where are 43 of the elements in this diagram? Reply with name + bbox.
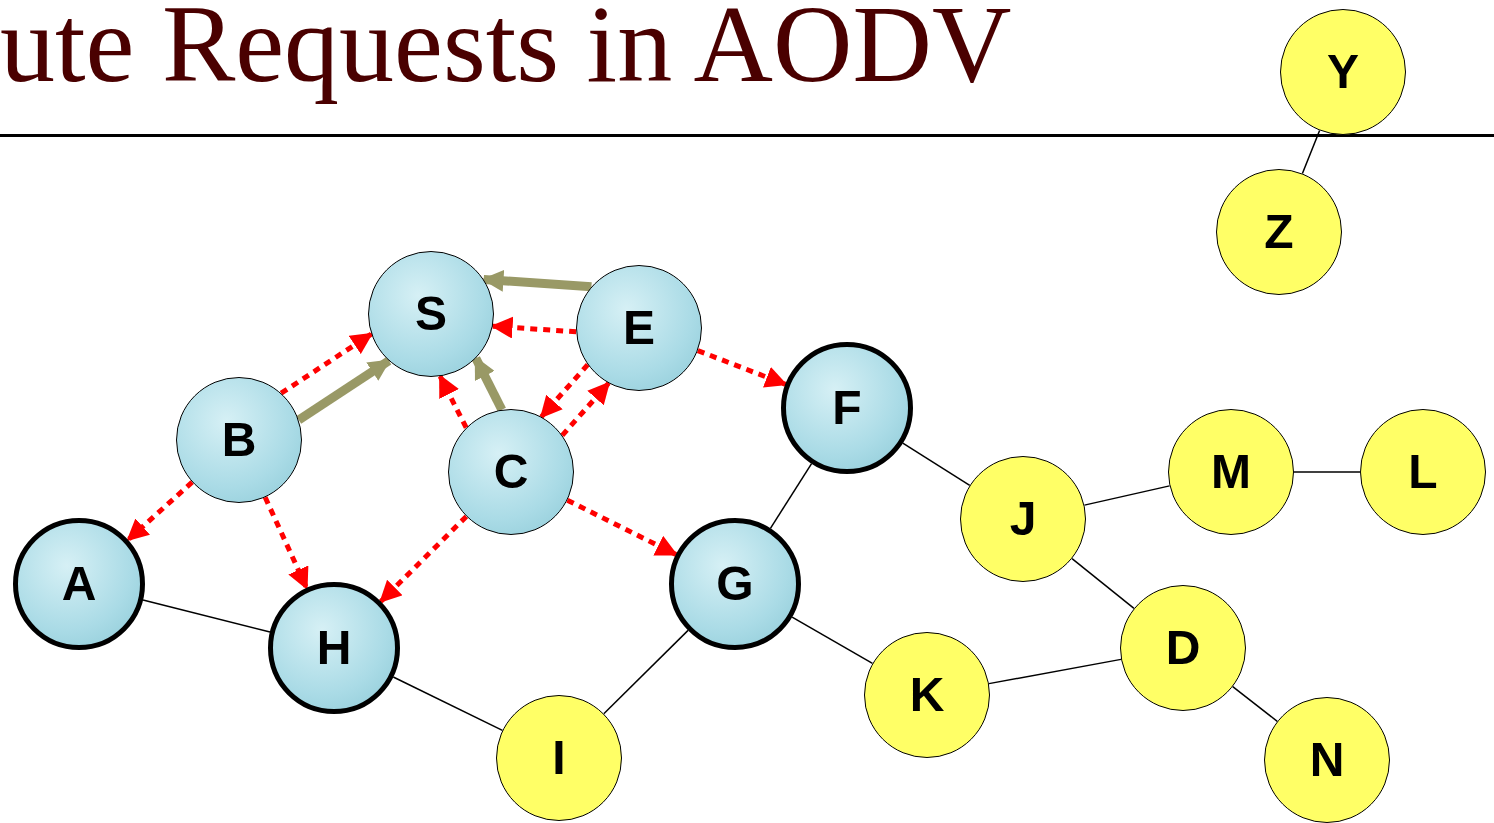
slide-title: ute Requests in AODV bbox=[0, 0, 1012, 107]
link-line bbox=[769, 462, 813, 530]
arrow bbox=[471, 356, 506, 412]
node-label: H bbox=[316, 624, 352, 672]
arrow bbox=[379, 514, 469, 604]
arrow bbox=[437, 374, 469, 429]
arrow bbox=[262, 496, 309, 590]
node-label: I bbox=[552, 734, 566, 782]
arrow bbox=[481, 269, 592, 292]
link-line bbox=[603, 629, 689, 715]
arrow bbox=[490, 316, 577, 339]
link-line bbox=[902, 442, 971, 487]
node-label: M bbox=[1211, 448, 1251, 496]
arrow bbox=[566, 497, 678, 557]
node-label: B bbox=[221, 416, 257, 464]
link-line bbox=[791, 616, 874, 665]
link-line bbox=[1301, 129, 1321, 175]
node-label: J bbox=[1009, 495, 1037, 543]
link-line bbox=[1083, 485, 1171, 506]
arrow bbox=[560, 381, 611, 438]
node-label: K bbox=[909, 671, 945, 719]
node-label: E bbox=[623, 304, 655, 352]
arrow bbox=[279, 331, 374, 396]
node-label: N bbox=[1309, 736, 1345, 784]
node-label: Y bbox=[1327, 48, 1359, 96]
link-line bbox=[142, 599, 271, 633]
arrow bbox=[696, 348, 788, 388]
node-label: A bbox=[61, 560, 97, 608]
link-line bbox=[392, 676, 504, 732]
node-label: Z bbox=[1264, 208, 1294, 256]
link-line bbox=[1293, 471, 1361, 473]
link-line bbox=[988, 658, 1122, 685]
link-line bbox=[1232, 685, 1278, 723]
node-label: F bbox=[832, 384, 862, 432]
node-label: C bbox=[493, 448, 529, 496]
node-label: L bbox=[1408, 448, 1438, 496]
node-label: D bbox=[1165, 624, 1201, 672]
arrow bbox=[539, 362, 590, 419]
node-label: G bbox=[716, 560, 754, 608]
link-line bbox=[1071, 557, 1135, 610]
node-label: S bbox=[415, 290, 447, 338]
arrow bbox=[126, 480, 194, 542]
arrow bbox=[296, 357, 392, 424]
